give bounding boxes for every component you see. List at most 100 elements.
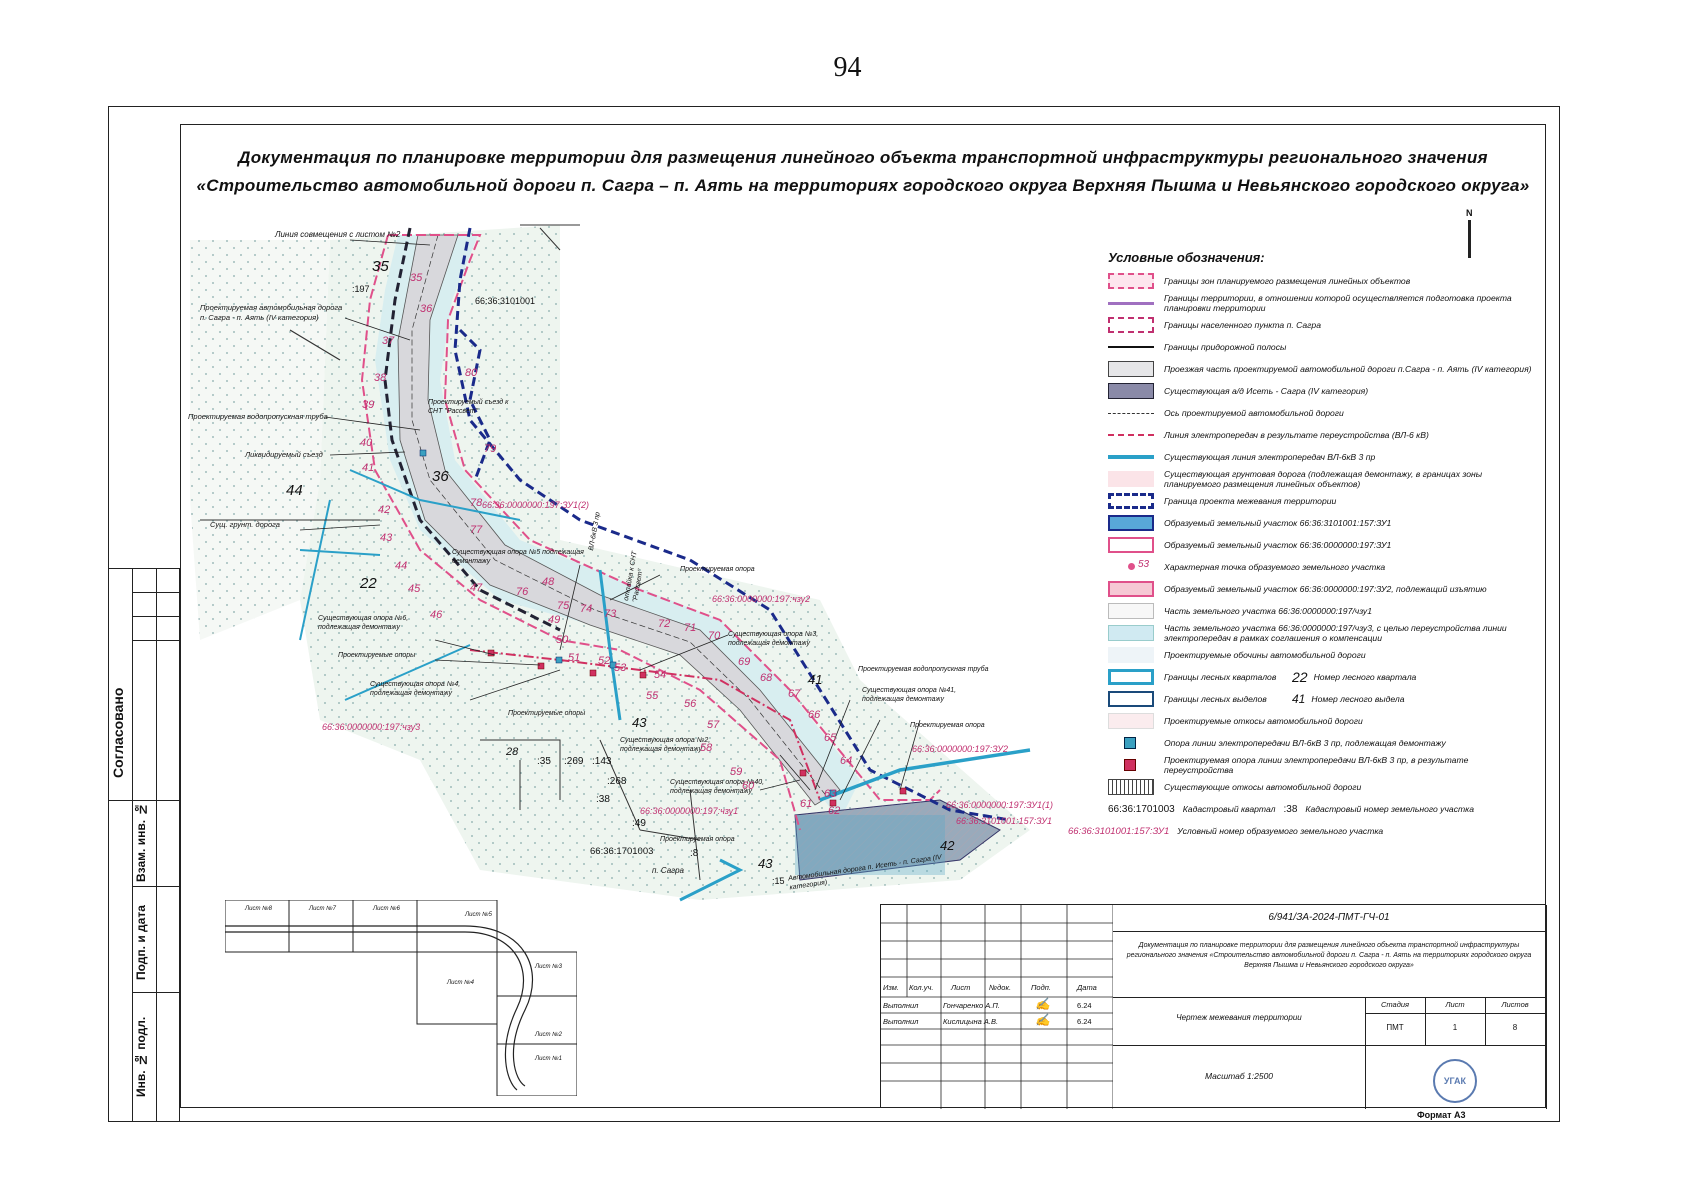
- legend-sample-parcel: :38: [1283, 803, 1298, 815]
- legend-item: Проектируемые откосы автомобильной дорог…: [1108, 711, 1538, 731]
- legend-item: Существующие откосы автомобильной дороги: [1108, 777, 1538, 797]
- point-number: 55: [646, 690, 659, 702]
- point-number: 65: [824, 732, 837, 744]
- map-label-pole2: Существующая опора №2, подлежащая демонт…: [620, 737, 711, 753]
- legend-symbol: [1108, 471, 1154, 487]
- map-label-pole5: Существующая опора №5 подлежащая демонта…: [452, 549, 584, 565]
- point-number: 45: [408, 583, 421, 595]
- point-number: 39: [362, 399, 375, 411]
- point-number: 43: [380, 532, 393, 544]
- legend-item: 66:36:3101001:157:ЗУ1 Условный номер обр…: [1068, 825, 1384, 837]
- title-line-1: Документация по планировке территории дл…: [238, 148, 1488, 167]
- legend-item: Часть земельного участка 66:36:0000000:1…: [1108, 623, 1538, 643]
- map-label-sagra: п. Сагра: [652, 866, 685, 875]
- legend-symbol: [1108, 713, 1154, 729]
- legend-item: Часть земельного участка 66:36:0000000:1…: [1108, 601, 1538, 621]
- tb-row2-date: 6.24: [1077, 1017, 1092, 1026]
- point-number: 58: [700, 742, 713, 754]
- title-line-2: «Строительство автомобильной дороги п. С…: [196, 176, 1530, 195]
- sheets-value: 8: [1512, 1023, 1518, 1032]
- legend-symbol: [1108, 383, 1154, 399]
- tb-header-list: Лист: [951, 983, 971, 992]
- legend-sample-vydel: 41: [1292, 692, 1306, 706]
- legend-item: Границы населенного пункта п. Сагра: [1108, 315, 1538, 335]
- point-number: 47: [470, 582, 483, 594]
- legend-symbol: [1108, 757, 1154, 773]
- point-number: 69: [738, 656, 751, 668]
- point-number: 54: [654, 669, 667, 681]
- sheet-2-label: Лист №2: [535, 1032, 562, 1038]
- map-label-zu1-2: 66:36:0000000:197:ЗУ1(2): [482, 500, 589, 510]
- legend: Условные обозначения: Границы зон планир…: [1068, 250, 1538, 843]
- legend-symbol: [1108, 603, 1154, 619]
- tb-header-date: Дата: [1077, 983, 1097, 992]
- point-number: 67: [788, 688, 801, 700]
- tb-header-doc: №док.: [989, 983, 1012, 992]
- document-description: Документация по планировке территории дл…: [1126, 942, 1532, 969]
- point-number: 38: [374, 372, 387, 384]
- legend-sample-quarter: 22: [1292, 669, 1308, 685]
- legend-item: Граница проекта межевания территории: [1108, 491, 1538, 511]
- page-number: 94: [833, 52, 862, 83]
- quarter-number: 43: [632, 715, 647, 730]
- stage-value: ПМТ: [1386, 1023, 1404, 1032]
- point-number: 80: [465, 367, 478, 379]
- point-number: 64: [840, 755, 853, 767]
- legend-symbol: [1108, 449, 1154, 465]
- legend-symbol: [1108, 779, 1154, 795]
- map-label-new-poles-2: Проектируемые опоры: [508, 710, 586, 717]
- legend-symbol: [1108, 647, 1154, 663]
- legend-item: Границы зон планируемого размещения лине…: [1108, 271, 1538, 291]
- point-number: 71: [684, 622, 697, 634]
- point-number: 51: [568, 652, 581, 664]
- quarter-number: 42: [940, 838, 955, 853]
- point-number: 46: [430, 609, 443, 621]
- point-number: 53: [614, 662, 627, 674]
- point-number: 68: [760, 672, 773, 684]
- parcel-number: :268: [607, 776, 627, 787]
- map-label-chzu1: 66:36:0000000:197:чзу1: [640, 806, 739, 816]
- parcel-number: :8: [690, 848, 699, 859]
- map-label-new-pole-1: Проектируемая опора: [680, 566, 755, 573]
- map-label-pole41: Существующая опора №41, подлежащая демон…: [862, 687, 957, 703]
- sheet-3-label: Лист №3: [535, 964, 562, 970]
- legend-symbol: [1108, 537, 1154, 553]
- legend-item: Образуемый земельный участок 66:36:00000…: [1108, 579, 1538, 599]
- map-label-new-road: Проектируемая автомобильная дорога п. Са…: [200, 303, 343, 322]
- sheet-4-label: Лист №4: [447, 980, 474, 986]
- title-block-main: 6/941/ЗА-2024-ПМТ-ГЧ-01 Документация по …: [1113, 905, 1547, 1109]
- legend-item: Образуемый земельный участок 66:36:00000…: [1108, 535, 1538, 555]
- title-block-grid: Изм. Кол.уч. Лист №док. Подп. Дата Выпол…: [881, 905, 1113, 1109]
- point-number: 42: [378, 504, 391, 516]
- legend-symbol: [1108, 273, 1154, 289]
- signature-2: ✍: [1035, 1013, 1050, 1027]
- legend-item: Проектируемые обочины автомобильной доро…: [1108, 645, 1538, 665]
- parcel-number: :38: [596, 794, 610, 805]
- sheet-6-label: Лист №6: [373, 906, 400, 912]
- point-number: 57: [707, 719, 720, 731]
- point-number: 63: [824, 788, 837, 800]
- map-label-zu2: 66:36:0000000:197:ЗУ2: [912, 744, 1008, 754]
- drawing-name: Чертеж межевания территории: [1176, 1013, 1302, 1022]
- document-code: 6/941/ЗА-2024-ПМТ-ГЧ-01: [1113, 905, 1545, 932]
- legend-symbol: [1108, 493, 1154, 509]
- map-label-exit-snt: Проектируемый съезд к СНТ "Рассвет": [428, 399, 509, 415]
- legend-item: Существующая линия электропередач ВЛ-6кВ…: [1108, 447, 1538, 467]
- map-label-pole3: Существующая опора №3, подлежащая демонт…: [728, 631, 819, 647]
- point-number: 70: [708, 630, 721, 642]
- company-stamp: УГАК: [1433, 1059, 1477, 1103]
- point-number: 75: [557, 600, 570, 612]
- point-number: 61: [800, 798, 813, 810]
- sheet-7-label: Лист №7: [309, 906, 336, 912]
- parcel-number: :49: [632, 818, 646, 829]
- tb-header-izm: Изм.: [883, 983, 899, 992]
- legend-symbol: [1108, 581, 1154, 597]
- quarter-number: 28: [506, 746, 519, 758]
- map-label-sheet-join: Линия совмещения с листом №2: [275, 230, 401, 239]
- point-number: 76: [516, 586, 529, 598]
- legend-item: Границы придорожной полосы: [1108, 337, 1538, 357]
- tb-header-sign: Подп.: [1031, 983, 1051, 992]
- scale: Масштаб 1:2500: [1204, 1071, 1274, 1081]
- point-number: 66: [808, 709, 821, 721]
